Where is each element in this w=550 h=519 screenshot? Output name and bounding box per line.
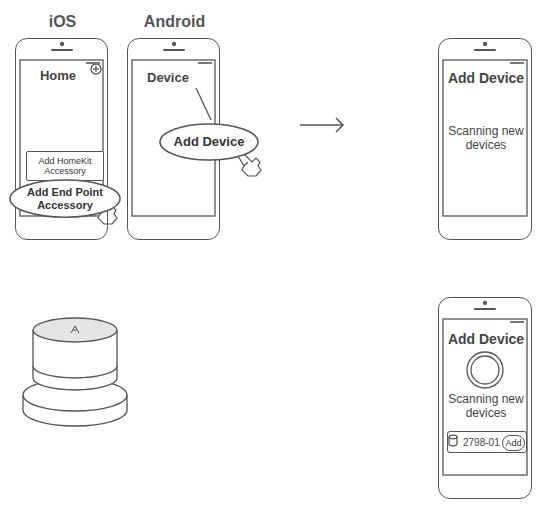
phone-screen	[443, 319, 527, 475]
device-icon	[449, 435, 457, 439]
screen-text: Scanning new devices	[446, 125, 526, 153]
scan-ring	[471, 356, 499, 384]
screen-title: Android	[123, 13, 226, 31]
button-label: Add HomeKit Accessory	[30, 156, 100, 177]
phone-camera	[484, 43, 487, 46]
callout-bubble: Add Device	[159, 123, 259, 161]
screen-title: 2798-01	[463, 437, 501, 449]
phone-speaker	[475, 308, 495, 310]
screen-title: Add Device	[444, 70, 528, 86]
menu-item: Add HomeKit Accessory	[26, 151, 104, 181]
leader-line	[196, 88, 211, 120]
phone-camera	[61, 43, 64, 46]
phone-screen-found: Add DeviceScanning new devices 2798-01 Add	[438, 297, 532, 499]
screen-text: Scanning new devices	[446, 393, 526, 421]
device-row: 2798-01 Add	[447, 431, 527, 453]
add-button: Add	[502, 435, 525, 451]
phone-ios: iOSHomeAdd HomeKit AccessoryAdd End Poin…	[15, 38, 108, 240]
phone-screen	[443, 60, 527, 216]
button-label: Add	[505, 438, 521, 448]
callout-bubble: Add End Point Accessory	[9, 179, 121, 218]
step-arrow	[300, 124, 343, 126]
phone-screen-scan: Add DeviceScanning new devices	[438, 38, 532, 240]
phone-speaker	[164, 49, 184, 51]
phone-camera	[484, 302, 487, 305]
phone-camera	[173, 43, 176, 46]
button-label: Add Device	[174, 135, 245, 150]
scan-ring	[467, 352, 503, 388]
phone-android: AndroidDeviceAdd Device	[127, 38, 220, 240]
phone-speaker	[475, 49, 495, 51]
screen-title: iOS	[16, 13, 109, 31]
plus-icon	[91, 64, 101, 74]
phone-speaker	[52, 49, 72, 51]
screen-text: Home	[23, 69, 93, 84]
button-label: Add End Point Accessory	[19, 186, 111, 211]
screen-text: Device	[147, 71, 207, 86]
hub-device	[23, 318, 127, 426]
screen-title: Add Device	[444, 331, 528, 347]
